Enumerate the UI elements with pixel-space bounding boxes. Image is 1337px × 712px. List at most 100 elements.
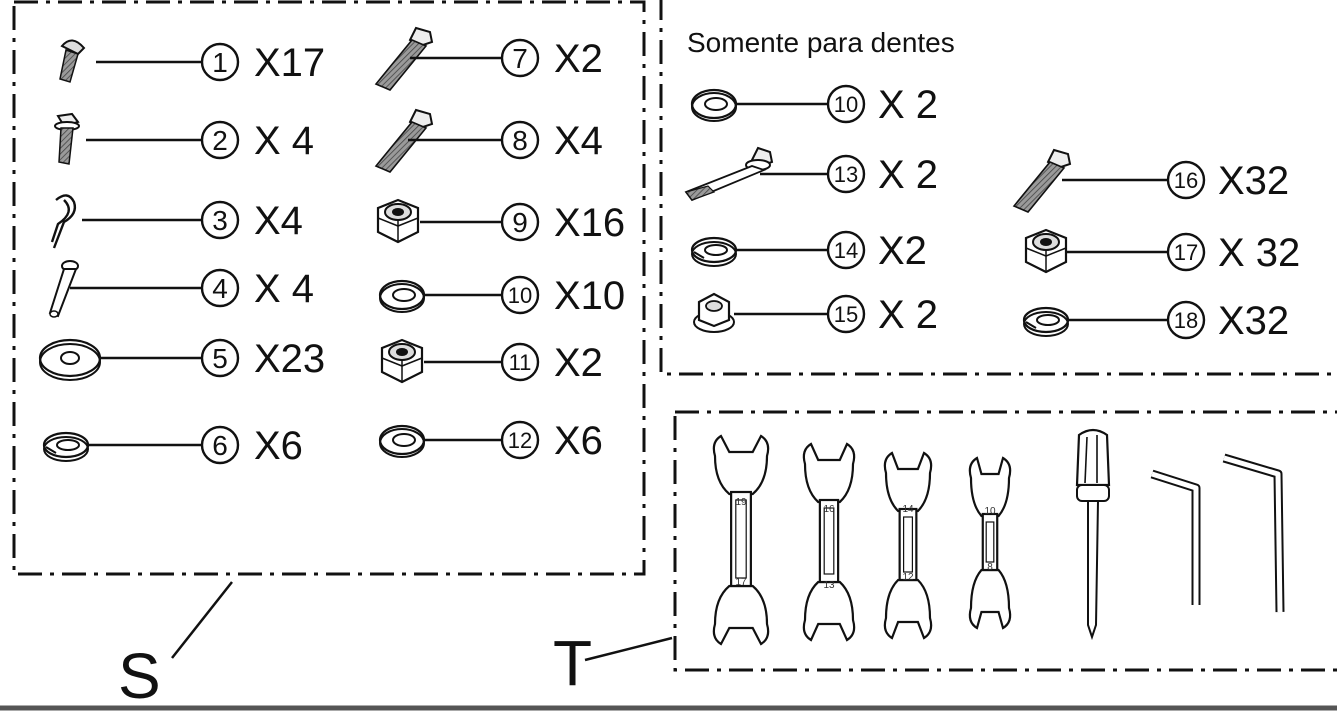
s-part-2: 2 X 4 [54,113,314,165]
teeth-group-title: Somente para dentes [687,27,955,58]
hex-bolt-icon [1013,149,1071,213]
wrench-size-bottom: 12 [902,572,914,583]
flange-nut-icon [692,292,736,334]
part-number: 2 [212,125,228,156]
wrench-top-jaw [712,434,770,496]
s-part-5: 5 X23 [38,337,325,382]
part-number-circle [826,294,866,334]
part-number: 18 [1174,308,1198,333]
part-number: 5 [212,343,228,374]
hex-key-icon [1222,453,1285,613]
part-number-circle [500,275,540,315]
teeth-part-14: 14 X2 [690,229,927,273]
part-number: 11 [509,350,532,375]
flat-washer-icon [378,279,426,314]
flange-bolt-icon [54,113,80,165]
part-number-circle [826,230,866,270]
screwdriver [1075,428,1111,639]
hex-key-large [1222,453,1285,613]
s-part-8: 8 X4 [375,109,603,173]
teeth-part-10: 10 X 2 [690,83,938,127]
part-quantity: X2 [878,229,927,273]
part-number-circle [200,268,240,308]
long-flange-bolt-icon [685,147,773,201]
screwdriver-icon [1075,428,1111,639]
part-quantity: X6 [554,419,603,463]
part-number-circle [200,200,240,240]
group-s-label: S [118,640,161,712]
nylon-lock-nut-icon [376,198,420,244]
round-head-screw-icon [59,39,85,83]
part-number-circle [1166,232,1206,272]
part-quantity: X 4 [254,119,314,163]
part-quantity: X2 [554,37,603,81]
wrench-groove [985,521,995,563]
part-number: 9 [512,207,528,238]
wrench-top-jaw [802,442,856,504]
part-number: 14 [834,238,858,263]
s-part-12: 12 X6 [378,419,603,463]
wrench-size-top: 16 [823,504,835,515]
part-number-circle [200,120,240,160]
part-number-circle [500,38,540,78]
spring-washer-icon [690,236,738,268]
wrench-size-bottom: 8 [987,562,993,573]
hex-key-highlight [1223,455,1283,613]
wrench-size-bottom: 13 [823,580,835,591]
part-quantity: X23 [254,337,325,381]
wrench-top-jaw [883,451,933,513]
group-t-leader [584,636,673,662]
part-number: 13 [834,162,858,187]
part-number: 10 [834,92,858,117]
part-quantity: X4 [554,119,603,163]
part-number-circle [200,425,240,465]
hex-key-small [1150,469,1201,605]
wrench-groove [902,516,913,573]
r-clip-pin-icon [50,194,77,250]
part-number: 12 [508,428,532,453]
part-quantity: X10 [554,274,625,318]
part-number-circle [826,154,866,194]
part-quantity: X 2 [878,83,938,127]
teeth-part-18: 18 X32 [1022,299,1289,343]
wrench-size-top: 19 [735,497,747,508]
wrench-groove [735,499,747,579]
part-number: 8 [512,125,528,156]
group-s-leader [171,581,233,659]
part-quantity: X32 [1218,299,1289,343]
part-quantity: X 32 [1218,231,1300,275]
wrench-size-top: 10 [984,506,996,517]
part-number-circle [500,342,540,382]
hex-key-highlight [1151,471,1199,605]
washer-icon [378,424,426,459]
group-t-label: T [553,627,592,699]
group-t-frame [673,410,1337,672]
hex-key-icon [1150,469,1201,605]
part-quantity: X 2 [878,293,938,337]
wrench-10-8: 10 8 [968,456,1012,630]
part-number-circle [500,202,540,242]
part-quantity: X32 [1218,159,1289,203]
wrench-bottom-jaw [968,568,1012,630]
part-quantity: X4 [254,199,303,243]
lock-nut-icon [380,338,424,384]
large-flat-washer-icon [38,338,102,382]
wrench-shaft [898,507,918,582]
spring-washer-icon [1022,306,1070,338]
wrench-bottom-jaw [802,580,856,642]
